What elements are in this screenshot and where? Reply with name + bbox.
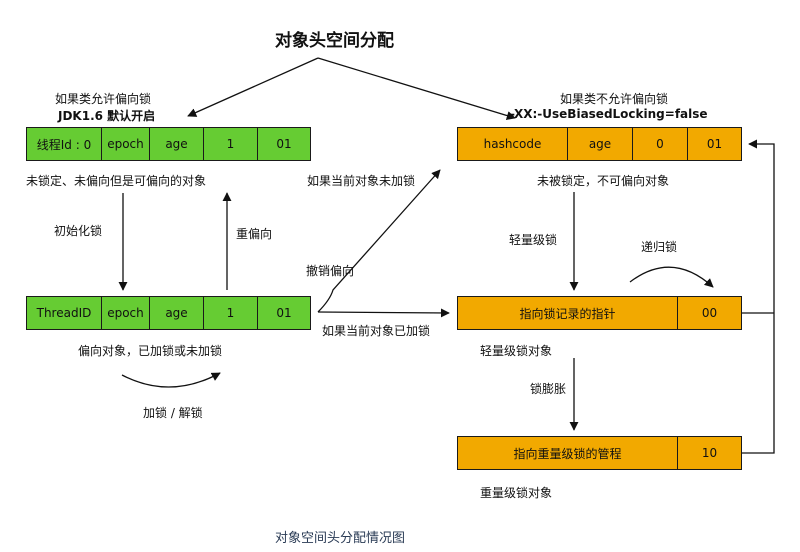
lock-unlock-curve-arrow — [121, 372, 221, 388]
lock-bits-field: 01 — [276, 137, 292, 151]
lock-bits-field: 10 — [701, 446, 718, 460]
diagram-title: 对象头空间分配 — [275, 31, 394, 51]
biased-flag-field: 1 — [204, 297, 258, 329]
rebias-label: 重偏向 — [236, 227, 273, 241]
jvm-flag-note: -XX:-UseBiasedLocking=false — [510, 107, 708, 121]
inflate-label: 锁膨胀 — [530, 382, 567, 396]
revoke-to-lightweight-arrow — [317, 308, 450, 318]
lightweight-object-label: 轻量级锁对象 — [480, 344, 553, 358]
unbiasable-object-header-row: hashcode age 0 01 — [457, 127, 742, 161]
figure-caption: 对象空间头分配情况图 — [275, 531, 406, 546]
epoch-field: epoch — [102, 128, 150, 160]
hashcode-field: hashcode — [458, 128, 568, 160]
revoke-to-unlocked-arrow — [317, 169, 441, 313]
recursive-lock-curve-arrow — [629, 266, 714, 288]
lock-bits-field: 00 — [701, 306, 718, 320]
age-field: age — [150, 297, 204, 329]
biasable-object-header-row: 线程Id : 0 epoch age 1 01 — [26, 127, 311, 161]
lock-bits-field: 01 — [706, 137, 723, 151]
age-field: age — [568, 128, 633, 160]
heavyweight-object-label: 重量级锁对象 — [480, 486, 553, 500]
biasable-class-header: 如果类允许偏向锁 — [55, 92, 152, 106]
thread-id-field: ThreadID — [27, 297, 102, 329]
if-unlocked-label: 如果当前对象未加锁 — [307, 174, 416, 188]
biased-flag-field: 0 — [633, 128, 688, 160]
init-lock-label: 初始化锁 — [54, 224, 103, 238]
revoke-bias-label: 撤销偏向 — [306, 264, 355, 278]
lock-unlock-label: 加锁 / 解锁 — [143, 406, 203, 420]
biased-object-label: 偏向对象，已加锁或未加锁 — [78, 344, 223, 358]
if-locked-label: 如果当前对象已加锁 — [322, 324, 431, 338]
release-loop-arrow — [742, 139, 775, 454]
thread-id-field: 线程Id : 0 — [27, 128, 102, 160]
lightweight-lock-header-row: 指向锁记录的指针 00 — [457, 296, 742, 330]
monitor-pointer-field: 指向重量级锁的管程 — [458, 437, 678, 469]
unbiasable-object-label: 未被锁定，不可偏向对象 — [537, 174, 670, 188]
non-biasable-class-header: 如果类不允许偏向锁 — [560, 92, 669, 106]
jdk-default-note: JDK1.6 默认开启 — [58, 109, 156, 123]
biasable-object-label: 未锁定、未偏向但是可偏向的对象 — [26, 174, 207, 188]
biased-object-header-row: ThreadID epoch age 1 01 — [26, 296, 311, 330]
lightweight-lock-label: 轻量级锁 — [509, 233, 558, 247]
lock-record-pointer-field: 指向锁记录的指针 — [458, 297, 678, 329]
lock-bits-field: 01 — [276, 306, 292, 320]
title-to-left-arrow — [187, 57, 319, 117]
age-field: age — [150, 128, 204, 160]
title-to-right-arrow — [317, 57, 516, 120]
biased-flag-field: 1 — [204, 128, 258, 160]
epoch-field: epoch — [102, 297, 150, 329]
recursive-lock-label: 递归锁 — [641, 240, 678, 254]
heavyweight-lock-header-row: 指向重量级锁的管程 10 — [457, 436, 742, 470]
